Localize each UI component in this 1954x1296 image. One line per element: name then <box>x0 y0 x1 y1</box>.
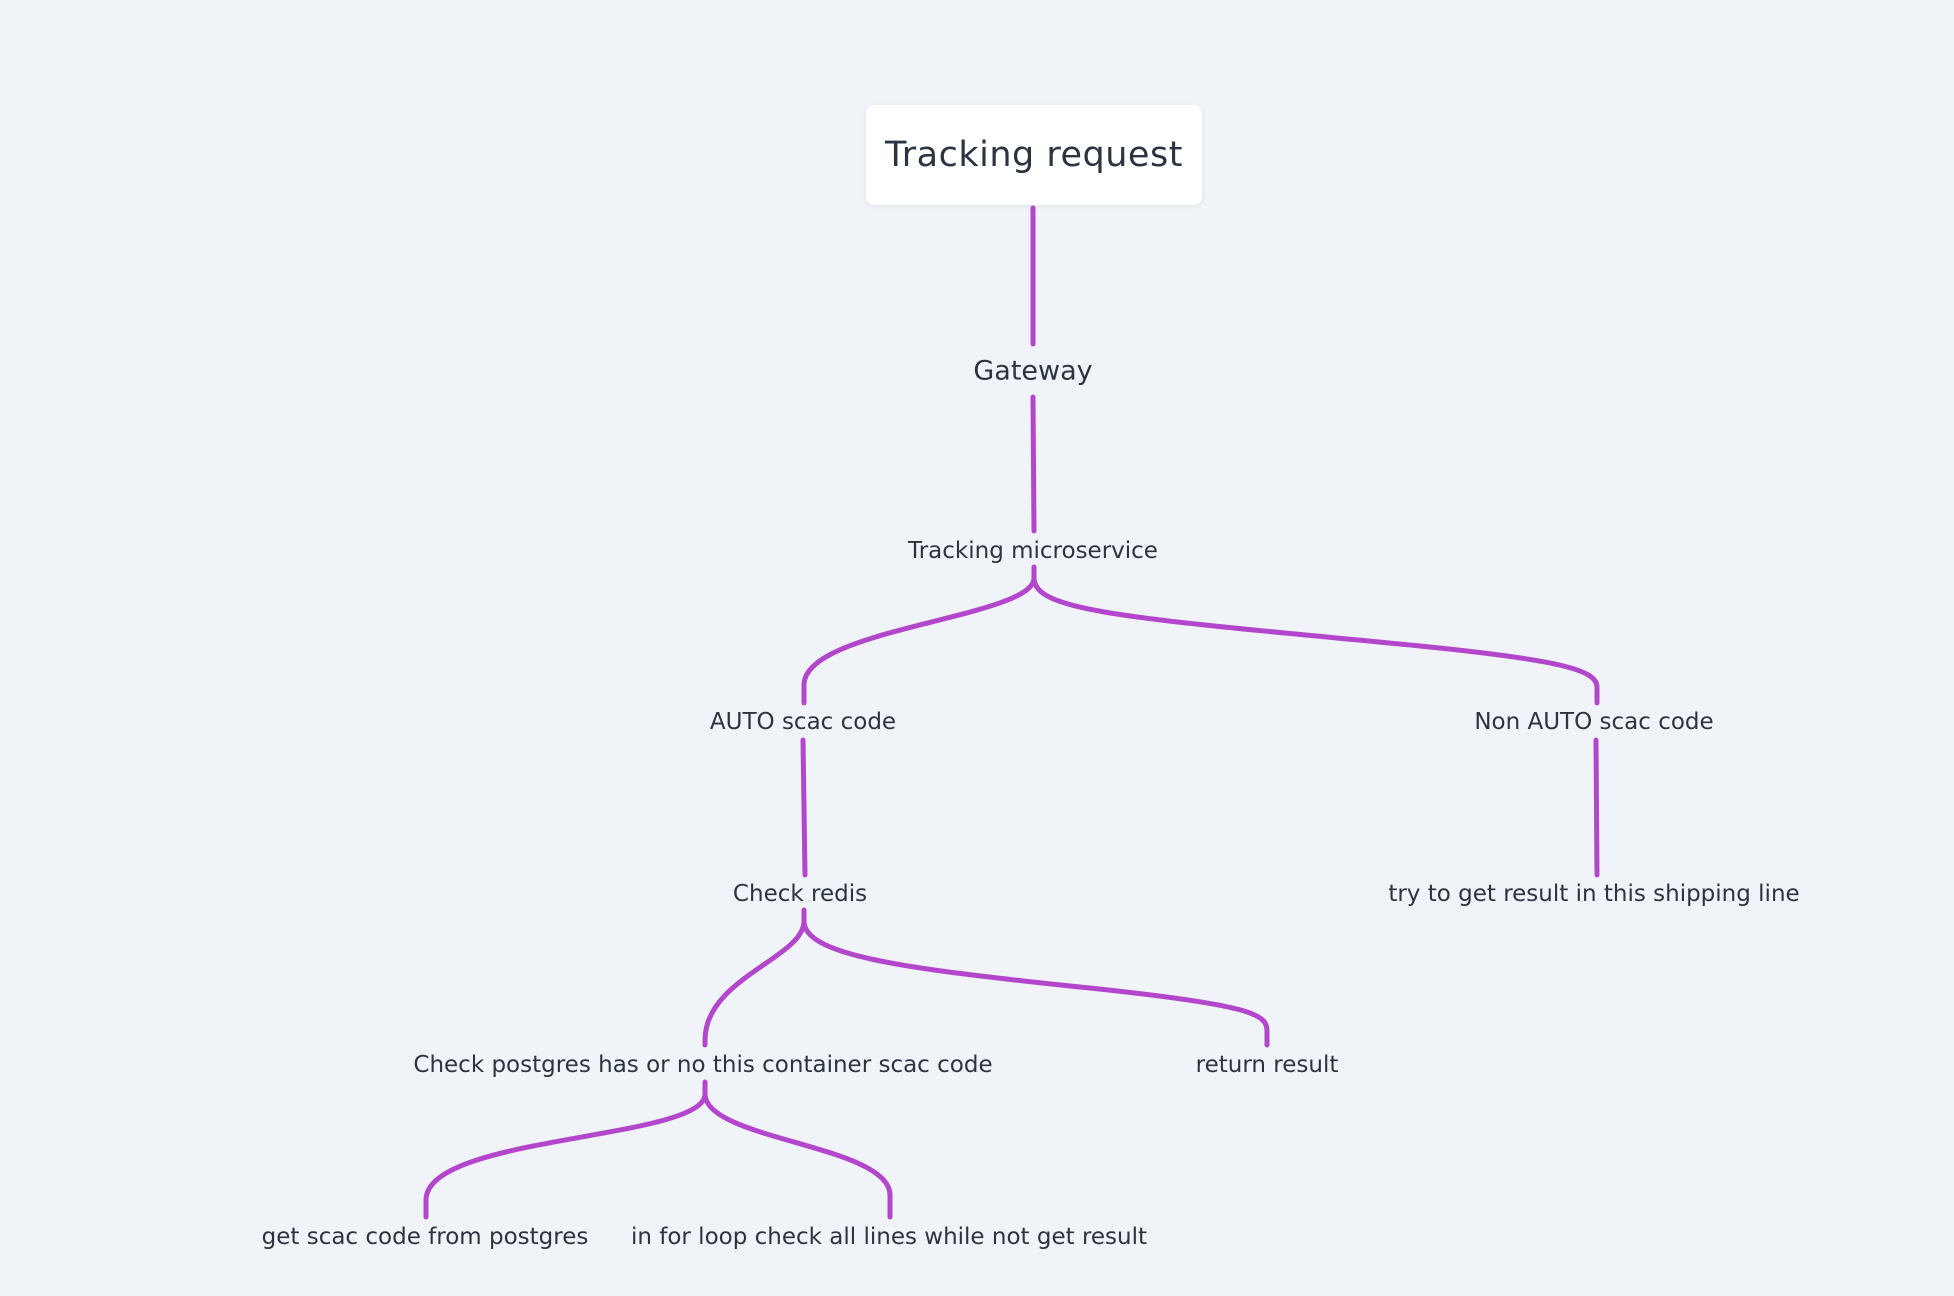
node-for-loop-check-lines[interactable]: in for loop check all lines while not ge… <box>630 1224 1148 1250</box>
connector-non-auto-scac-try-shipping-line <box>1593 737 1600 878</box>
connector-gateway-tracking-microservice <box>1030 394 1037 534</box>
connector-check-postgres-get-scac-postgres <box>423 1079 708 1220</box>
node-non-auto-scac-code[interactable]: Non AUTO scac code <box>1474 709 1714 735</box>
connector-check-redis-return-result <box>801 918 1270 1048</box>
node-return-result[interactable]: return result <box>1195 1052 1339 1078</box>
connector-tracking-microservice-auto-scac <box>801 564 1037 706</box>
node-gateway[interactable]: Gateway <box>973 355 1093 387</box>
node-auto-scac-code[interactable]: AUTO scac code <box>709 709 897 735</box>
connector-check-postgres-for-loop-lines <box>702 1091 893 1220</box>
node-try-shipping-line[interactable]: try to get result in this shipping line <box>1388 881 1800 907</box>
connector-tracking-microservice-non-auto-scac <box>1031 575 1600 706</box>
connector-auto-scac-check-redis <box>800 737 808 878</box>
connector-check-redis-check-postgres <box>702 907 807 1048</box>
node-get-scac-from-postgres[interactable]: get scac code from postgres <box>261 1224 589 1250</box>
node-tracking-microservice[interactable]: Tracking microservice <box>908 538 1158 564</box>
node-check-postgres[interactable]: Check postgres has or no this container … <box>413 1052 993 1078</box>
root-topic[interactable]: Tracking request <box>866 105 1202 205</box>
root-topic-label: Tracking request <box>885 135 1183 175</box>
node-check-redis[interactable]: Check redis <box>732 881 868 907</box>
